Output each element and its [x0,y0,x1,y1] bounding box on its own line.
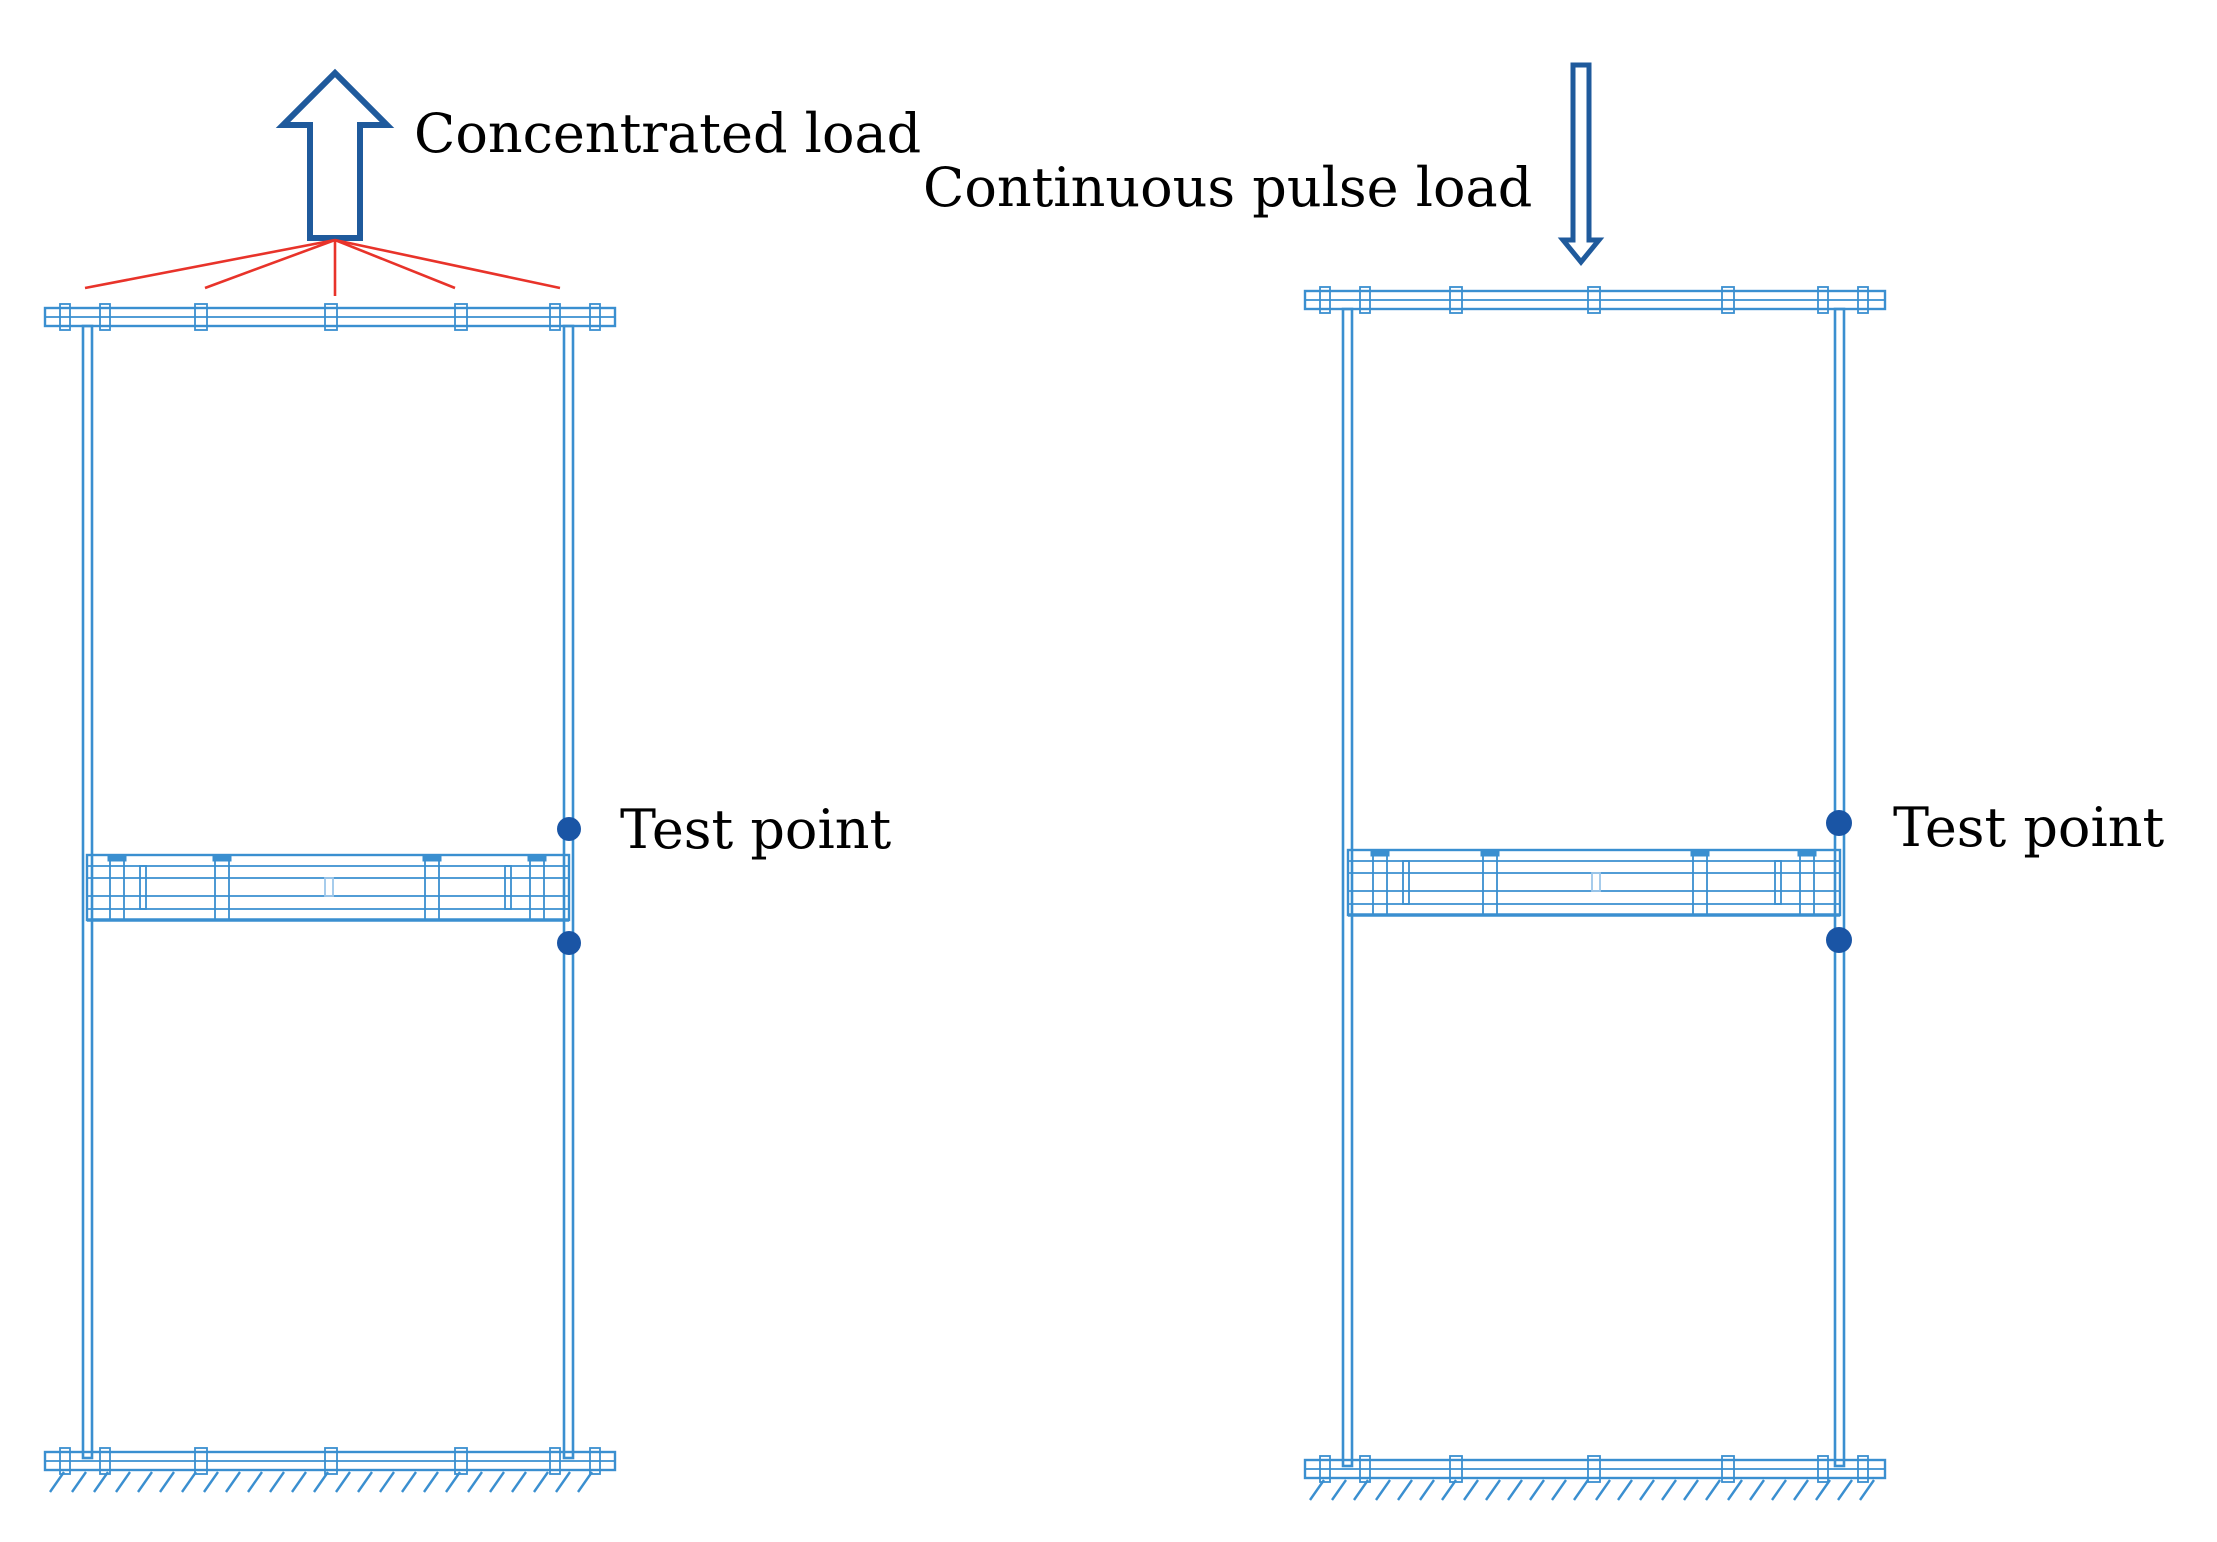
ground-hatch-stroke [401,1471,417,1493]
ground-hatch-stroke [445,1471,461,1493]
ground-hatch-stroke [313,1471,329,1493]
ground-hatch-stroke [1793,1479,1809,1501]
ground-hatch-stroke [423,1471,439,1493]
ground-hatch-stroke [291,1471,307,1493]
left-test-point-label: Test point [620,798,891,861]
right-middle-floor [1346,848,1842,917]
pulse-load-arrow-icon [1557,62,1605,266]
ground-hatch-stroke [1617,1479,1633,1501]
right-test-point-lower [1826,927,1852,953]
right-bottom-beam [1303,1455,1887,1483]
ground-hatch-stroke [137,1471,153,1493]
ground-hatch-stroke [1419,1479,1435,1501]
ground-hatch-stroke [379,1471,395,1493]
ground-hatch-stroke [203,1471,219,1493]
ground-hatch-stroke [467,1471,483,1493]
ground-hatch-stroke [1397,1479,1413,1501]
left-test-point-lower [557,931,581,955]
ground-hatch-stroke [1683,1479,1699,1501]
concentrated-load-arrow-icon [275,68,395,241]
left-middle-floor [85,853,571,922]
ground-hatch-stroke [1573,1479,1589,1501]
ground-hatch-stroke [1837,1479,1853,1501]
ground-hatch-stroke [1309,1479,1325,1501]
ground-hatch-stroke [1727,1479,1743,1501]
left-top-beam [43,303,617,331]
ground-hatch-stroke [1551,1479,1567,1501]
ground-hatch-stroke [1463,1479,1479,1501]
continuous-pulse-load-label: Continuous pulse load [923,156,1532,219]
ground-hatch-stroke [247,1471,263,1493]
ground-hatch-stroke [1441,1479,1457,1501]
right-test-point-upper [1826,810,1852,836]
ground-hatch-stroke [489,1471,505,1493]
load-distribution-lines [84,238,561,296]
ground-hatch-stroke [181,1471,197,1493]
ground-hatch-stroke [1507,1479,1523,1501]
right-top-beam [1303,286,1887,314]
ground-hatch-stroke [511,1471,527,1493]
ground-hatch-stroke [1353,1479,1369,1501]
left-ground-hatch-icon [49,1471,593,1493]
ground-hatch-stroke [1331,1479,1347,1501]
left-bottom-beam [43,1447,617,1475]
ground-hatch-stroke [1661,1479,1677,1501]
ground-hatch-stroke [71,1471,87,1493]
right-frame [1303,62,1887,1501]
ground-hatch-stroke [533,1471,549,1493]
left-test-point-upper [557,817,581,841]
ground-hatch-stroke [1375,1479,1391,1501]
ground-hatch-stroke [1639,1479,1655,1501]
left-frame [43,68,617,1493]
ground-hatch-stroke [159,1471,175,1493]
ground-hatch-stroke [49,1471,65,1493]
ground-hatch-stroke [115,1471,131,1493]
ground-hatch-stroke [357,1471,373,1493]
right-columns [1341,307,1846,1468]
ground-hatch-stroke [1595,1479,1611,1501]
ground-hatch-stroke [1529,1479,1545,1501]
ground-hatch-stroke [93,1471,109,1493]
ground-hatch-stroke [577,1471,593,1493]
ground-hatch-stroke [1815,1479,1831,1501]
ground-hatch-stroke [555,1471,571,1493]
ground-hatch-stroke [225,1471,241,1493]
ground-hatch-stroke [269,1471,285,1493]
ground-hatch-stroke [1749,1479,1765,1501]
left-columns [81,324,575,1460]
right-ground-hatch-icon [1309,1479,1875,1501]
ground-hatch-stroke [335,1471,351,1493]
ground-hatch-stroke [1771,1479,1787,1501]
ground-hatch-stroke [1485,1479,1501,1501]
ground-hatch-stroke [1859,1479,1875,1501]
ground-hatch-stroke [1705,1479,1721,1501]
concentrated-load-label: Concentrated load [414,102,921,165]
right-test-point-label: Test point [1893,796,2164,859]
